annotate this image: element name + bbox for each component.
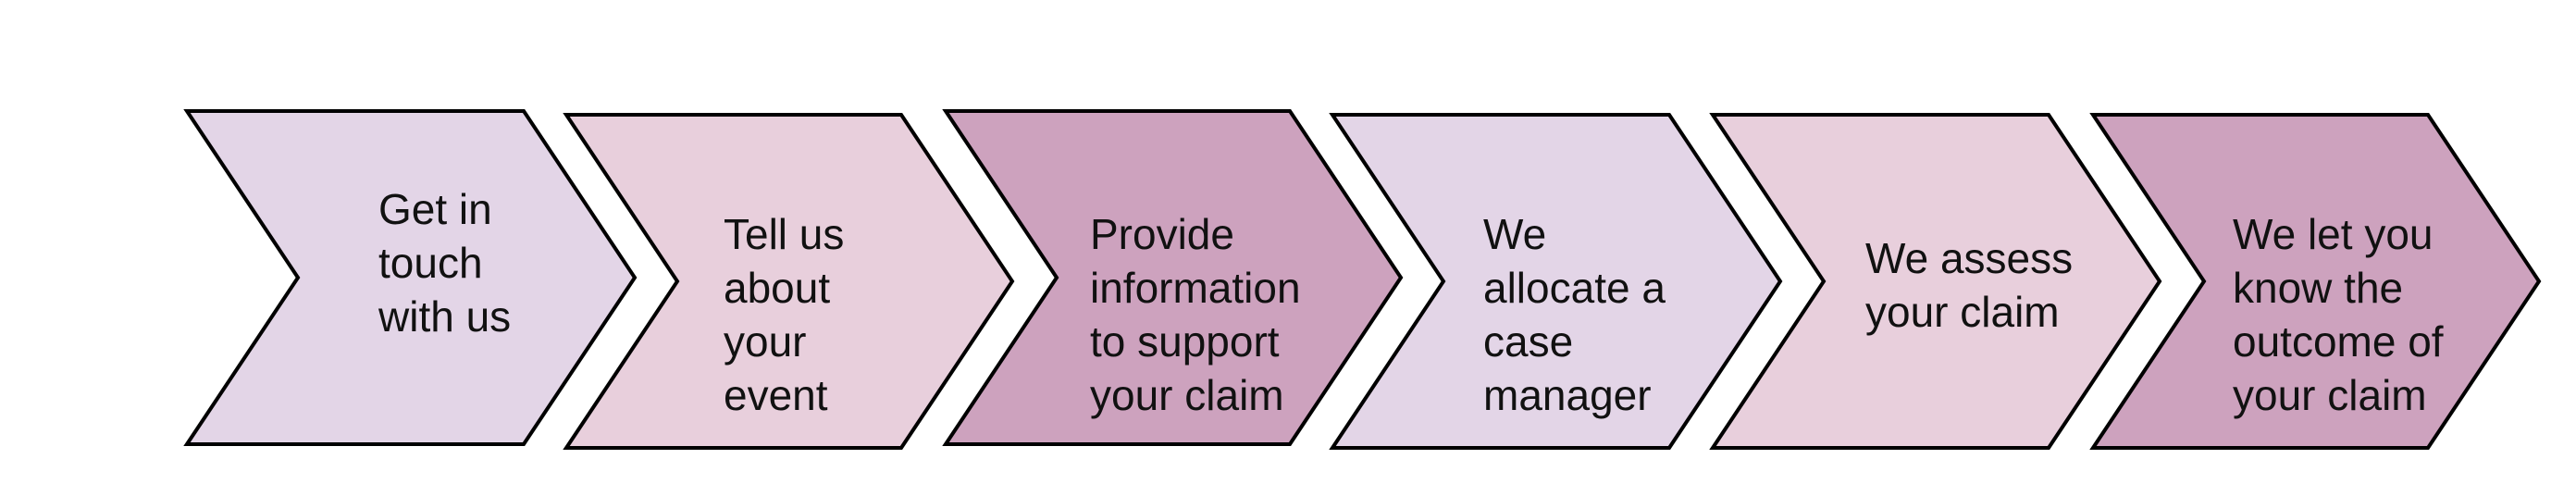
chevron-step-2: Tell us about your event [563,113,1015,450]
chevron-label-line: outcome of [2233,317,2444,366]
chevron-steps: Get in touch with us Tell us about your event P… [183,109,2542,450]
chevron-label-line: with us [378,292,511,341]
chevron-step-1: Get in touch with us [183,109,638,446]
chevron-step-6: We let you know the outcome of your claim [2089,113,2542,450]
chevron-label-line: about [724,264,830,312]
chevron-label-line: your claim [1865,288,2060,336]
chevron-label-line: know the [2233,264,2403,312]
chevron-label-line: case [1483,317,1573,366]
chevron-shape [2089,113,2542,450]
chevron-step-5: We assess your claim [1709,113,2162,450]
chevron-shape [183,109,638,446]
chevron-label-line: event [724,371,828,419]
chevron-label: We assess your claim [1865,234,2073,336]
chevron-label-line: Provide [1090,210,1234,258]
chevron-label: Tell us about your event [724,210,844,419]
chevron-shape [1329,113,1783,450]
chevron-label-line: We [1483,210,1546,258]
chevron-label: Get in touch with us [378,185,511,341]
chevron-label-line: Get in [378,185,492,233]
chevron-shape [942,109,1404,446]
chevron-shape [563,113,1015,450]
chevron-label-line: manager [1483,371,1652,419]
chevron-step-4: We allocate a case manager [1329,113,1783,450]
chevron-label: We allocate a case manager [1483,210,1666,419]
chevron-label: Provide information to support your claim [1090,210,1301,419]
chevron-shape [1709,113,2162,450]
chevron-label-line: information [1090,264,1301,312]
chevron-label-line: to support [1090,317,1280,366]
chevron-label: We let you know the outcome of your claim [2233,210,2444,419]
chevron-label-line: your [724,317,806,366]
chevron-label-line: your claim [1090,371,1284,419]
chevron-label-line: We let you [2233,210,2433,258]
chevron-label-line: We assess [1865,234,2073,282]
chevron-label-line: your claim [2233,371,2427,419]
chevron-label-line: touch [378,239,483,287]
chevron-step-3: Provide information to support your claim [942,109,1404,446]
chevron-label-line: Tell us [724,210,844,258]
chevron-label-line: allocate a [1483,264,1666,312]
